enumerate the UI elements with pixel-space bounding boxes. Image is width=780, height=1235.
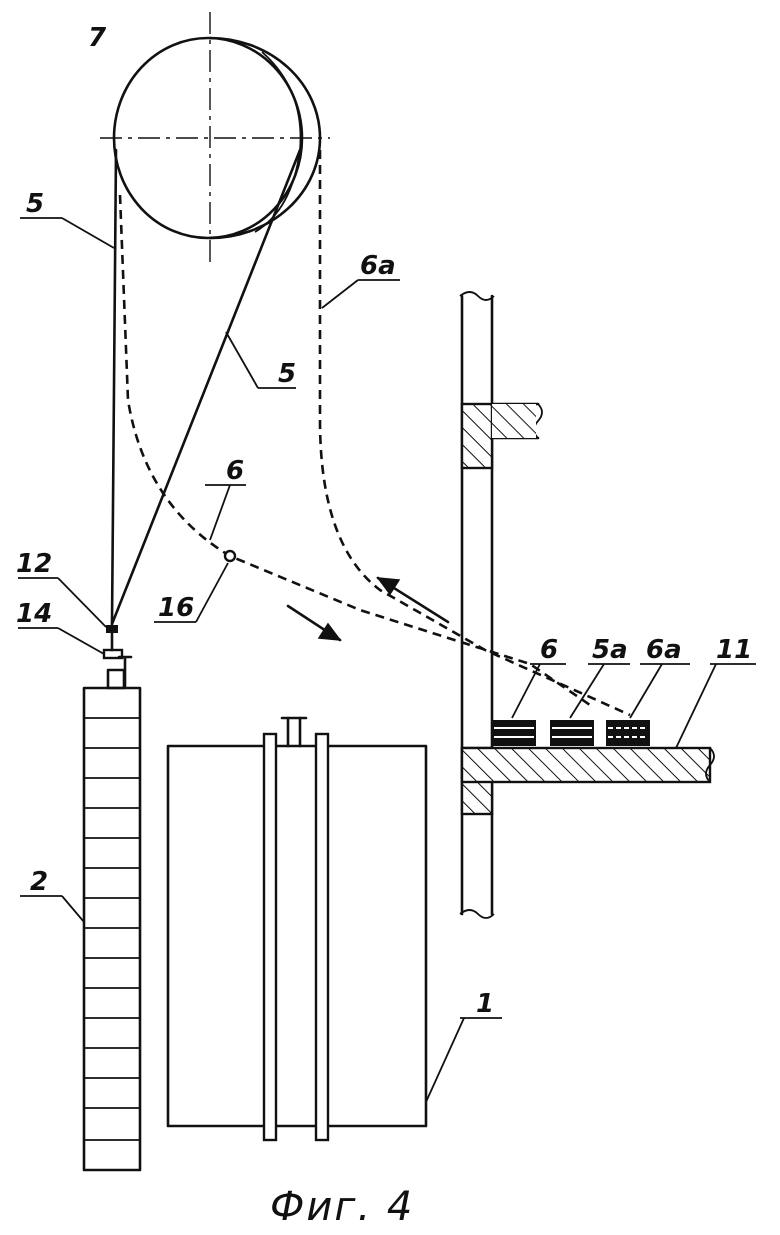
leader-lines bbox=[18, 217, 756, 1103]
pulley-7 bbox=[100, 12, 330, 268]
label-12: 12 bbox=[16, 549, 52, 579]
figure-caption: Фиг. 4 bbox=[270, 1184, 414, 1230]
label-14: 14 bbox=[16, 599, 52, 629]
label-5-right: 5 bbox=[278, 359, 296, 389]
arrow-down-right bbox=[286, 604, 342, 642]
arrow-up-left bbox=[376, 576, 450, 624]
structural-post bbox=[459, 291, 543, 919]
label-6a-upper: 6a bbox=[360, 251, 396, 281]
platform-11 bbox=[460, 746, 715, 784]
label-6: 6 bbox=[226, 456, 244, 486]
label-7: 7 bbox=[88, 23, 107, 53]
label-11: 11 bbox=[716, 635, 752, 665]
stack-6 bbox=[492, 720, 536, 746]
label-1: 1 bbox=[476, 989, 494, 1019]
label-16: 16 bbox=[158, 593, 194, 623]
stack-6a bbox=[606, 720, 650, 746]
label-stack-5a: 5a bbox=[592, 635, 628, 665]
label-stack-6: 6 bbox=[540, 635, 558, 665]
label-5-left: 5 bbox=[26, 189, 44, 219]
cage-1 bbox=[166, 716, 428, 1142]
rope-6 bbox=[118, 150, 631, 717]
column-2 bbox=[82, 668, 142, 1172]
stack-5a bbox=[550, 720, 594, 746]
label-2: 2 bbox=[30, 867, 48, 897]
point-16 bbox=[223, 549, 237, 563]
rope-5 bbox=[110, 148, 302, 626]
label-stack-6a: 6a bbox=[646, 635, 682, 665]
